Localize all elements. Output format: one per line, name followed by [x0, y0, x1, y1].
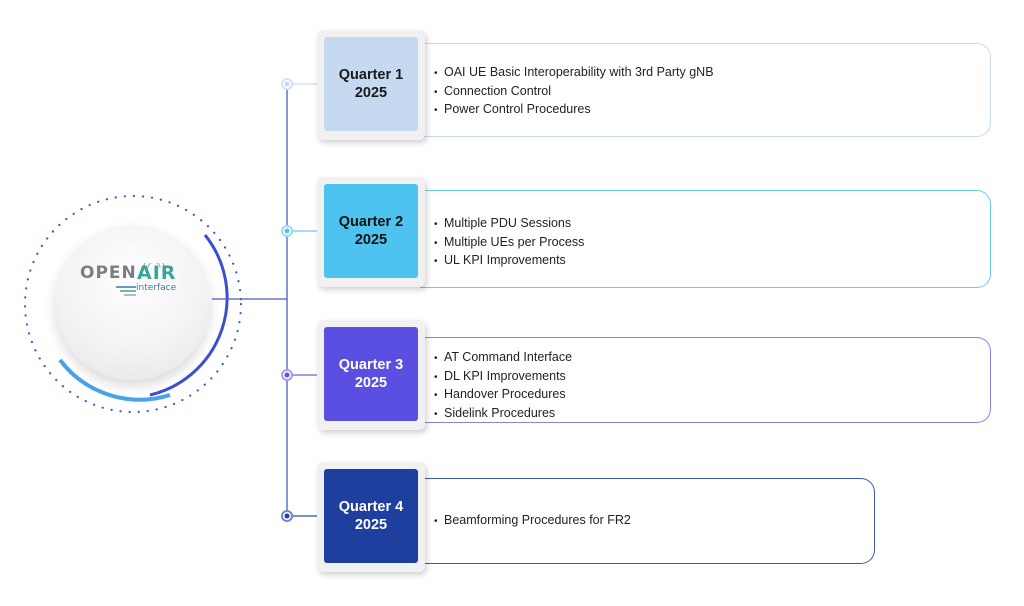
list-item: DL KPI Improvements: [444, 368, 572, 387]
signal-icon: [116, 263, 165, 296]
logo-word-open: OPEN: [80, 263, 137, 283]
node-q1-dot: [284, 81, 290, 87]
quarter-4-box: Quarter 4 2025: [317, 462, 425, 572]
quarter-year: 2025: [354, 517, 388, 533]
quarter-2-tile: Quarter 2 2025: [324, 184, 418, 278]
quarter-year: 2025: [354, 232, 388, 248]
list-item: UL KPI Improvements: [444, 252, 584, 271]
quarter-year: 2025: [354, 375, 388, 391]
q3-items: AT Command Interface DL KPI Improvements…: [444, 349, 572, 423]
logo-disc: [55, 225, 210, 380]
node-q2-dot: [284, 228, 290, 234]
dotted-ring: [23, 194, 243, 414]
card-q3: AT Command Interface DL KPI Improvements…: [420, 337, 991, 423]
quarter-1-tile: Quarter 1 2025: [324, 37, 418, 131]
logo-word-air: AIR: [137, 262, 177, 284]
quarter-1-box: Quarter 1 2025: [317, 30, 425, 140]
blue-arc: [149, 234, 229, 397]
quarter-3-tile: Quarter 3 2025: [324, 327, 418, 421]
list-item: Multiple UEs per Process: [444, 234, 584, 253]
logo-word-interface: interface: [136, 283, 177, 293]
quarter-label: Quarter 1: [338, 67, 404, 83]
list-item: OAI UE Basic Interoperability with 3rd P…: [444, 64, 714, 83]
list-item: Handover Procedures: [444, 386, 572, 405]
quarter-year: 2025: [354, 85, 388, 101]
card-q1: OAI UE Basic Interoperability with 3rd P…: [420, 43, 991, 137]
q1-items: OAI UE Basic Interoperability with 3rd P…: [444, 64, 714, 120]
quarter-label: Quarter 4: [338, 499, 404, 515]
cyan-arc: [58, 358, 171, 402]
list-item: AT Command Interface: [444, 349, 572, 368]
q4-items: Beamforming Procedures for FR2: [444, 512, 631, 531]
card-q2: Multiple PDU Sessions Multiple UEs per P…: [420, 190, 991, 288]
list-item: Multiple PDU Sessions: [444, 215, 584, 234]
node-q3-dot: [284, 372, 290, 378]
card-q4: Beamforming Procedures for FR2: [420, 478, 875, 564]
q2-items: Multiple PDU Sessions Multiple UEs per P…: [444, 215, 584, 271]
list-item: Beamforming Procedures for FR2: [444, 512, 631, 531]
list-item: Connection Control: [444, 83, 714, 102]
quarter-4-tile: Quarter 4 2025: [324, 469, 418, 563]
list-item: Power Control Procedures: [444, 101, 714, 120]
openair-logo: OPEN AIR interface: [80, 262, 190, 303]
list-item: Sidelink Procedures: [444, 405, 572, 424]
quarter-label: Quarter 2: [338, 214, 404, 230]
quarter-3-box: Quarter 3 2025: [317, 320, 425, 430]
quarter-2-box: Quarter 2 2025: [317, 177, 425, 287]
node-q4-dot: [284, 513, 290, 519]
quarter-label: Quarter 3: [338, 357, 404, 373]
